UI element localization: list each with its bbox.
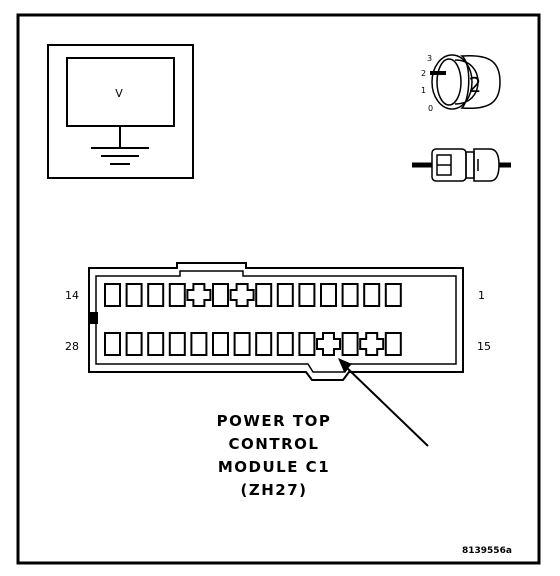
callout-line-4: (ZH27) [240, 481, 307, 499]
selector-position-2: 2 [421, 69, 426, 78]
pin-cavity-9 [212, 283, 229, 307]
connector-plug-icon [412, 148, 511, 182]
connector-key [89, 312, 98, 324]
callout-line-2: CONTROL [229, 435, 320, 453]
pin-cavity-10 [186, 283, 212, 307]
voltmeter-icon: V [47, 44, 194, 179]
callout-arrow [338, 358, 429, 447]
pin-cavity-23 [212, 332, 229, 356]
pin-cavity-19 [298, 332, 316, 356]
pin-cavity-27 [125, 332, 143, 356]
pin-cavity-16 [359, 332, 385, 356]
pin-cavity-18 [316, 332, 341, 356]
callout-line-1: POWER TOP [217, 412, 332, 430]
callout-line-3: MODULE C1 [218, 458, 330, 476]
pin-cavity-15 [384, 332, 402, 356]
pin-cavity-7 [255, 283, 273, 307]
pin-cavity-11 [168, 283, 186, 307]
selector-position-0: 0 [428, 104, 433, 113]
pin-cavity-4 [320, 283, 337, 307]
pin-cavity-14 [104, 283, 121, 307]
selector-position-3: 3 [427, 54, 432, 63]
selector-selected: 2 [469, 73, 482, 97]
pin-label-1: 1 [478, 289, 485, 302]
pin-cavity-5 [298, 283, 316, 307]
top-pin-row [104, 283, 402, 307]
pin-cavity-13 [125, 283, 143, 307]
pin-cavity-2 [363, 283, 381, 307]
pin-label-14: 14 [65, 289, 79, 302]
meter-symbol: V [115, 87, 123, 100]
pin-cavity-21 [255, 332, 273, 356]
pin-cavity-25 [168, 332, 186, 356]
bottom-pin-row [104, 332, 402, 356]
pin-cavity-3 [341, 283, 359, 307]
pin-cavity-8 [229, 283, 255, 307]
pin-label-28: 28 [65, 340, 79, 353]
pin-label-15: 15 [477, 340, 491, 353]
pin-cavity-26 [147, 332, 165, 356]
pin-cavity-1 [384, 283, 402, 307]
pin-cavity-6 [276, 283, 294, 307]
ignition-switch-icon: 3 2 1 0 2 [421, 54, 501, 113]
connector-c1 [88, 262, 464, 381]
pin-cavity-24 [190, 332, 208, 356]
pin-cavity-12 [147, 283, 165, 307]
pin-cavity-17 [341, 332, 359, 356]
figure-code: 8139556a [462, 546, 512, 556]
pin-cavity-28 [104, 332, 121, 356]
pin-cavity-20 [276, 332, 294, 356]
pin-cavity-22 [233, 332, 251, 356]
selector-position-1: 1 [421, 86, 426, 95]
